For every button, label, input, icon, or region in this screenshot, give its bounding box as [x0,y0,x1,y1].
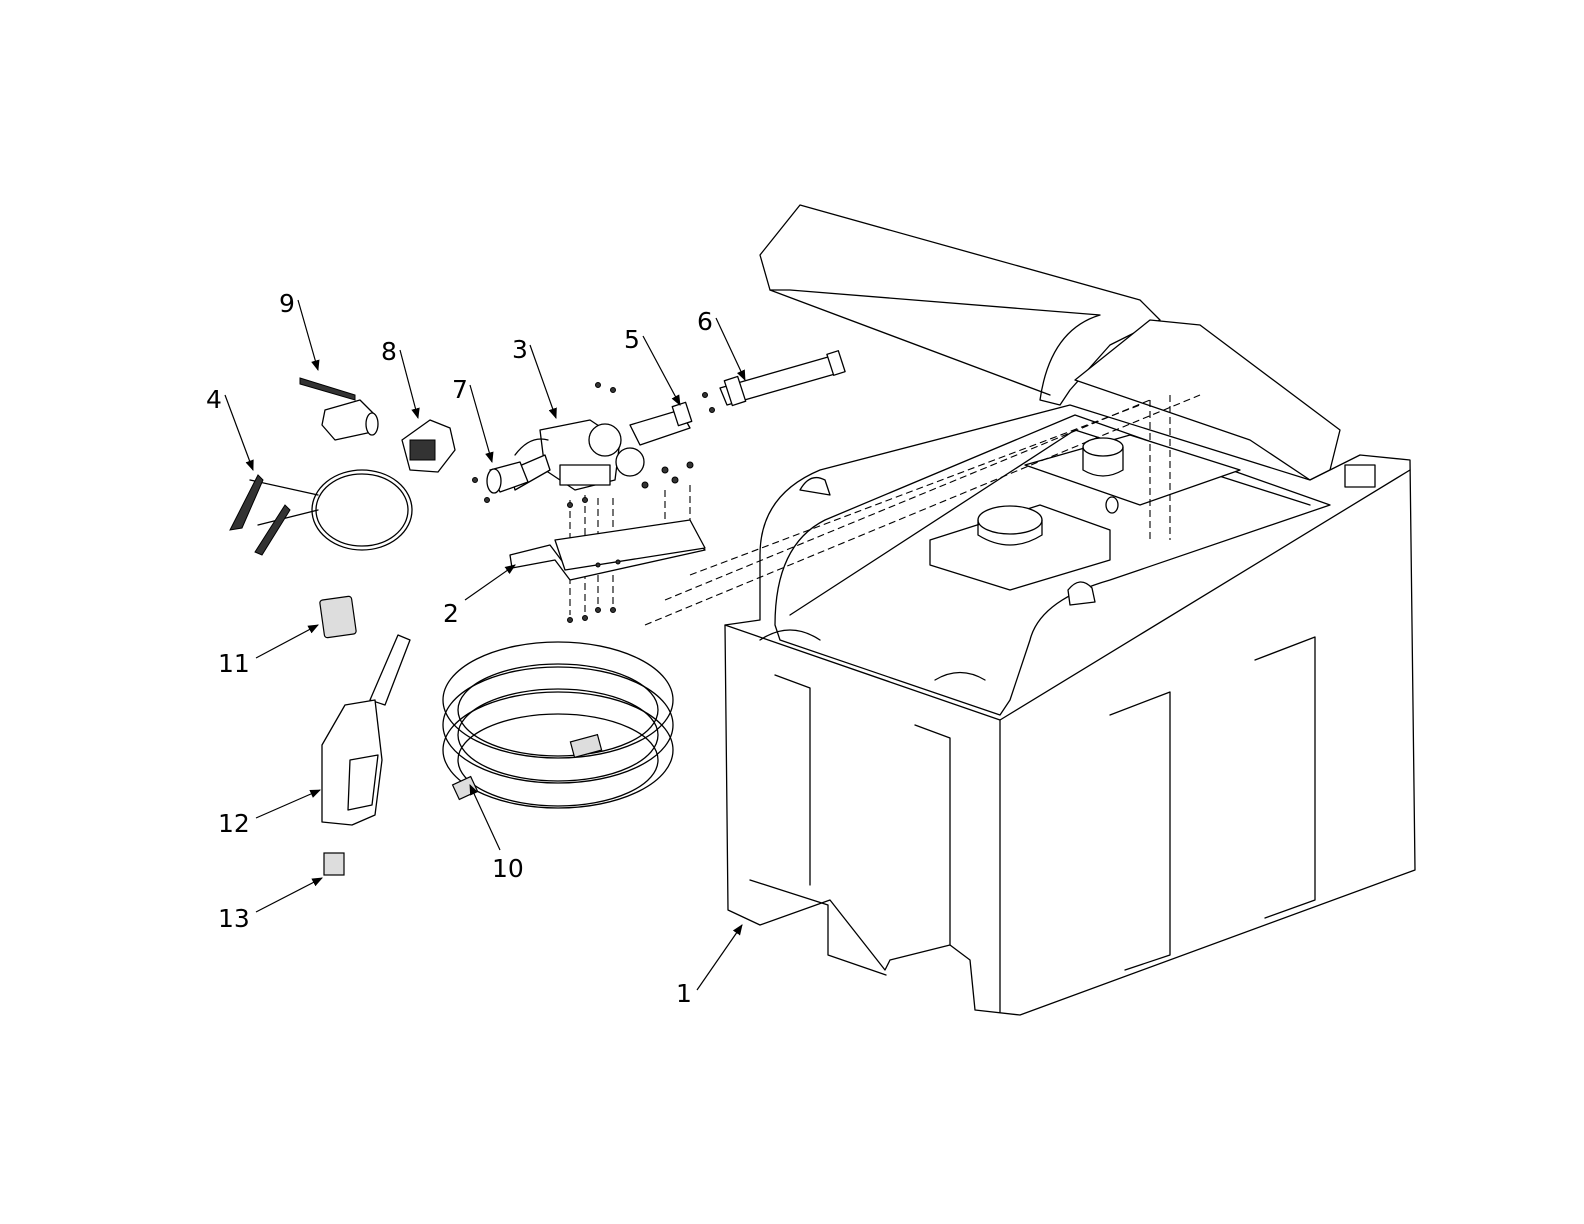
callout-4: 4 [206,385,254,472]
callout-11: 11 [218,624,319,678]
callout-label: 1 [676,979,692,1008]
callout-12: 12 [218,789,321,838]
flow-meter [401,419,456,473]
callout-label: 5 [624,325,640,354]
pump [509,419,645,491]
suction-assembly [629,350,846,446]
callout-8: 8 [381,337,420,420]
callout-label: 6 [697,307,713,336]
callout-label: 7 [452,375,468,404]
screws [472,382,715,623]
assembly-lines [569,394,1201,626]
callout-13: 13 [218,877,323,933]
callout-label: 9 [279,289,295,318]
ball-valve [299,377,379,441]
fitting-7 [486,461,529,494]
callout-10: 10 [469,784,524,883]
callout-6: 6 [697,307,746,381]
callout-label: 2 [443,599,459,628]
mounting-bracket [509,519,706,581]
callout-5: 5 [624,325,681,406]
tank [724,204,1416,1016]
callout-label: 3 [512,335,528,364]
callout-label: 8 [381,337,397,366]
callout-7: 7 [452,375,494,464]
callout-1: 1 [676,924,743,1008]
label-plate [319,595,357,639]
callout-label: 13 [218,904,250,933]
callout-9: 9 [279,289,320,372]
hose [442,641,674,809]
nozzle [321,634,411,826]
swivel-fitting [323,852,345,876]
callout-label: 10 [492,854,524,883]
callout-3: 3 [512,335,557,420]
callout-label: 12 [218,809,250,838]
callout-2: 2 [443,564,516,628]
callout-label: 11 [218,649,250,678]
power-cable [229,469,413,556]
callout-label: 4 [206,385,222,414]
